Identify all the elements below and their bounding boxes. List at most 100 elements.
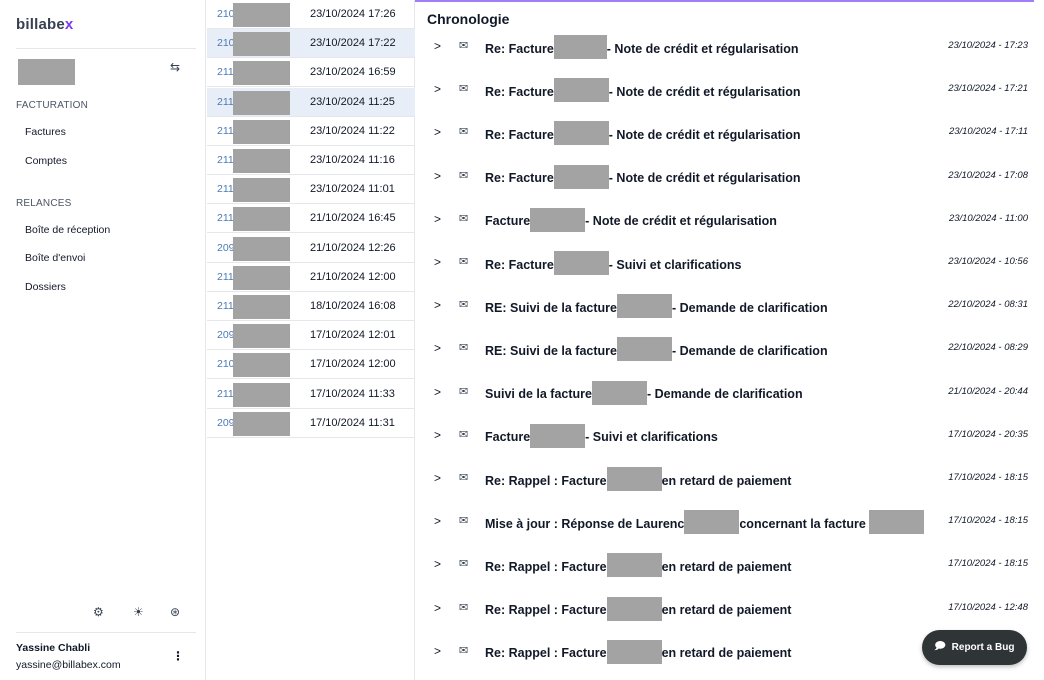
email-date: 17/10/2024 - 12:48 (948, 601, 1028, 613)
chevron-right-icon[interactable]: > (434, 82, 442, 97)
row-id[interactable]: 211 (217, 212, 234, 225)
email-subject: Suivi de la facture - Demande de clarifi… (485, 380, 803, 405)
subject-prefix: Re: Facture (485, 41, 554, 56)
app-logo[interactable]: billabex (16, 16, 73, 33)
chevron-right-icon[interactable]: > (434, 341, 442, 356)
timeline-item[interactable]: >✉RE: Suivi de la facture - Demande de c… (416, 334, 1044, 364)
redacted-block (233, 295, 290, 319)
globe-icon[interactable]: ⊛ (170, 605, 181, 619)
mail-icon: ✉ (459, 601, 469, 614)
row-id[interactable]: 211 (217, 387, 234, 400)
subject-suffix: - Note de crédit et régularisation (608, 171, 801, 186)
redacted-block (530, 207, 586, 232)
row-id[interactable]: 209 (217, 416, 235, 429)
timeline-item[interactable]: >✉Re: Facture - Note de crédit et régula… (416, 162, 1044, 192)
report-bug-label: Report a Bug (951, 642, 1015, 653)
chevron-right-icon[interactable]: > (434, 39, 442, 53)
chevron-right-icon[interactable]: > (434, 298, 442, 313)
row-date: 21/10/2024 12:00 (310, 270, 396, 283)
subject-prefix: Facture (485, 214, 531, 229)
nav-item-boite-reception[interactable]: Boîte de réception (25, 224, 111, 236)
nav-item-boite-envoi[interactable]: Boîte d'envoi (25, 252, 86, 264)
timeline-item[interactable]: >✉Suivi de la facture - Demande de clari… (416, 378, 1044, 408)
chevron-right-icon[interactable]: > (434, 557, 442, 572)
row-id[interactable]: 211 (217, 124, 234, 137)
row-date: 17/10/2024 12:00 (310, 358, 396, 371)
chevron-right-icon[interactable]: > (434, 643, 442, 658)
logo-text: billabe (16, 16, 65, 33)
account-switcher-redacted[interactable] (18, 59, 75, 85)
settings-icon[interactable]: ⚙ (93, 605, 104, 619)
row-id[interactable]: 209 (217, 329, 235, 342)
row-id[interactable]: 211 (217, 183, 234, 196)
chevron-right-icon[interactable]: > (434, 168, 442, 183)
subject-suffix: en retard de paiement (661, 646, 792, 661)
timeline-item[interactable]: >✉Re: Rappel : Facture en retard de paie… (416, 464, 1044, 494)
row-id[interactable]: 210 (217, 37, 235, 50)
chevron-right-icon[interactable]: > (434, 125, 442, 140)
chevron-right-icon[interactable]: > (434, 600, 442, 615)
chevron-right-icon[interactable]: > (434, 211, 442, 226)
mail-icon: ✉ (459, 428, 469, 441)
row-id[interactable]: 210 (217, 358, 235, 371)
report-bug-button[interactable]: 🗩 Report a Bug (922, 630, 1027, 665)
nav-item-factures[interactable]: Factures (25, 126, 66, 138)
chevron-right-icon[interactable]: > (434, 471, 442, 485)
timeline-item[interactable]: >✉Re: Facture - Note de crédit et régula… (416, 118, 1044, 148)
redacted-block (606, 596, 662, 621)
row-id[interactable]: 211 (217, 66, 234, 79)
email-date: 23/10/2024 - 11:00 (948, 212, 1028, 224)
nav-item-dossiers[interactable]: Dossiers (25, 281, 66, 293)
email-date: 23/10/2024 - 17:08 (948, 169, 1028, 181)
timeline-item[interactable]: >✉Re: Rappel : Facture en retard de paie… (416, 550, 1044, 580)
swap-account-icon[interactable]: ⇆ (170, 60, 181, 74)
chevron-right-icon[interactable]: > (434, 255, 442, 269)
user-menu-icon[interactable]: ⋮ (172, 649, 184, 663)
timeline-item[interactable]: >✉Mise à jour : Réponse de Laurenc conce… (416, 507, 1044, 537)
redacted-block (530, 423, 586, 448)
theme-icon[interactable]: ☀ (133, 605, 144, 619)
redacted-block (233, 324, 290, 349)
row-date: 23/10/2024 17:26 (310, 8, 396, 20)
chat-icon: 🗩 (934, 641, 946, 652)
timeline-item[interactable]: >✉Re: Rappel : Facture en retard de paie… (416, 637, 1044, 667)
timeline-item[interactable]: >✉Re: Rappel : Facture en retard de paie… (416, 594, 1044, 624)
nav-item-comptes[interactable]: Comptes (25, 155, 68, 167)
row-id[interactable]: 211 (217, 154, 234, 166)
subject-prefix: Re: Facture (485, 127, 554, 142)
row-id[interactable]: 209 (217, 241, 235, 254)
chevron-right-icon[interactable]: > (434, 427, 442, 442)
mail-icon: ✉ (459, 299, 469, 312)
timeline-item[interactable]: >✉Re: Facture- Note de crédit et régular… (416, 75, 1044, 105)
email-date: 17/10/2024 - 18:15 (948, 558, 1028, 570)
list-row[interactable]: 210 17/10/2024 12:00 (207, 350, 415, 380)
list-row[interactable]: 210 23/10/2024 17:26 (207, 0, 415, 29)
timeline-item[interactable]: >✉RE: Suivi de la facture - Demande de c… (416, 291, 1044, 321)
row-id[interactable]: 211 (217, 300, 234, 312)
chevron-right-icon[interactable]: > (434, 514, 442, 529)
row-id[interactable]: 211 (217, 95, 234, 108)
user-name: Yassine Chabli (16, 642, 91, 654)
timeline-item[interactable]: >✉Facture - Note de crédit et régularisa… (416, 205, 1044, 235)
subject-suffix: - Note de crédit et régularisation (585, 214, 777, 229)
row-id[interactable]: 211 (217, 270, 234, 283)
row-id[interactable]: 210 (217, 8, 235, 20)
chevron-right-icon[interactable]: > (434, 384, 442, 399)
email-subject: Mise à jour : Réponse de Laurenc concern… (485, 510, 924, 535)
timeline-item[interactable]: >✉Re: Facture - Note de crédit et régula… (416, 32, 1044, 62)
list-row[interactable]: 211 21/10/2024 12:00 (207, 263, 415, 292)
